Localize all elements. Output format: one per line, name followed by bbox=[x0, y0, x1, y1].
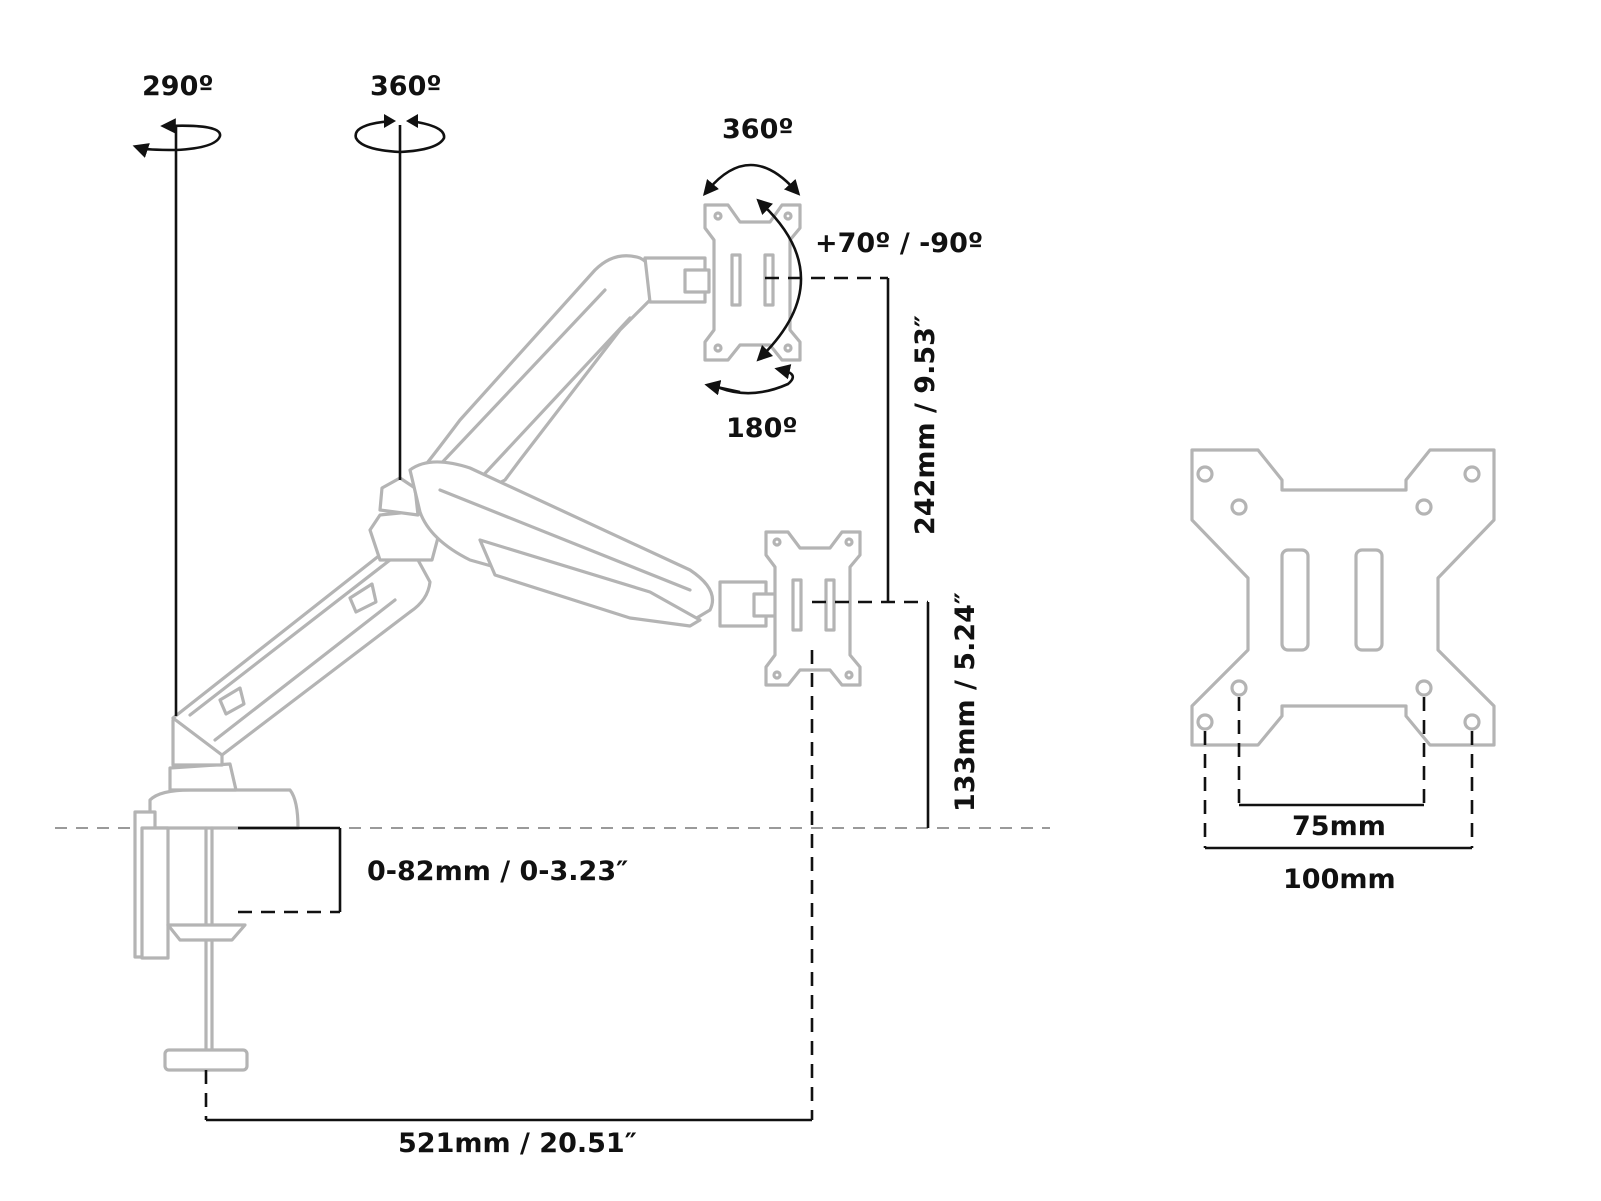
desk-thickness-label: 0-82mm / 0-3.23″ bbox=[367, 856, 628, 887]
tilt-label: +70º / -90º bbox=[815, 228, 983, 259]
swivel-indicator: 180º bbox=[704, 364, 798, 444]
upper-height-label: 242mm / 9.53″ bbox=[910, 315, 941, 535]
reach-dimension: 521mm / 20.51″ bbox=[204, 650, 814, 1159]
upper-height-dimension: 242mm / 9.53″ bbox=[765, 276, 941, 602]
elbow-swivel-label: 360º bbox=[370, 71, 442, 102]
swivel-label: 180º bbox=[726, 413, 798, 444]
vesa-100-dimension: 100mm bbox=[1203, 731, 1474, 895]
desk-thickness-dimension: 0-82mm / 0-3.23″ bbox=[238, 826, 628, 914]
base-rotation-indicator: 290º bbox=[132, 71, 222, 716]
lower-height-dimension: 133mm / 5.24″ bbox=[812, 592, 981, 828]
monitor-arm-illustration bbox=[133, 203, 862, 1072]
reach-label: 521mm / 20.51″ bbox=[398, 1128, 637, 1159]
vesa-plate-detail bbox=[1190, 448, 1496, 747]
vesa-75-label: 75mm bbox=[1292, 811, 1386, 842]
top-vesa-plate bbox=[703, 203, 802, 362]
lower-vesa-plate bbox=[764, 530, 862, 687]
lower-height-label: 133mm / 5.24″ bbox=[950, 592, 981, 812]
screen-rotation-label: 360º bbox=[722, 114, 794, 145]
screen-rotation-indicator: 360º bbox=[702, 114, 801, 196]
base-swivel-label: 290º bbox=[142, 71, 214, 102]
vesa-75-dimension: 75mm bbox=[1237, 697, 1426, 842]
vesa-100-label: 100mm bbox=[1283, 864, 1396, 895]
elbow-rotation-indicator: 360º bbox=[354, 71, 446, 480]
